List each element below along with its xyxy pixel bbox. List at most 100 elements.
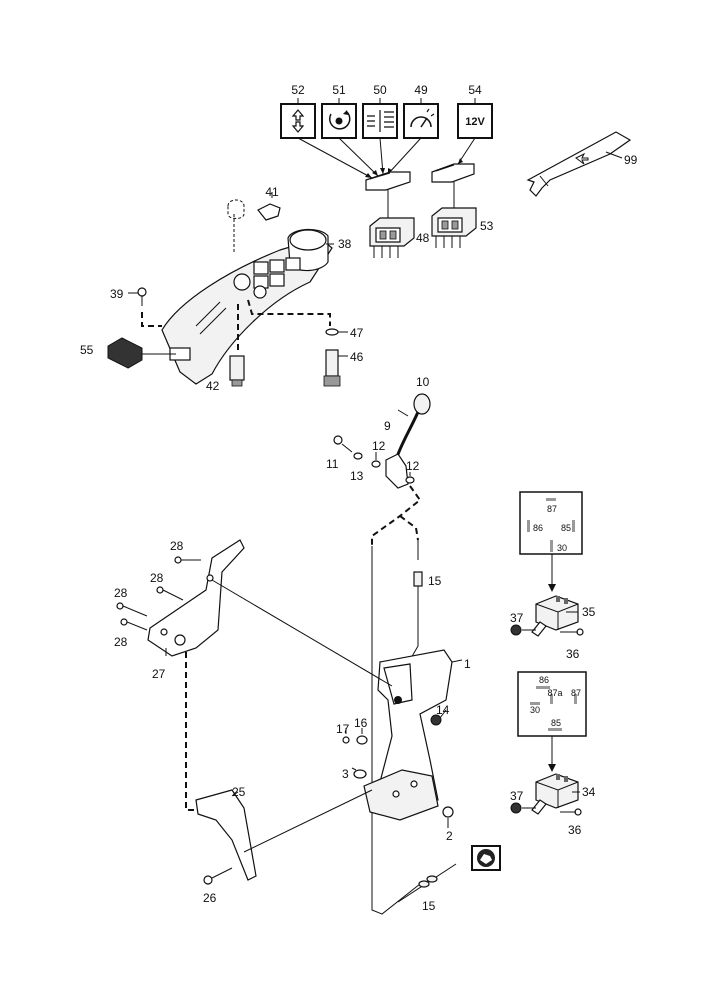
symbol-box-51 — [321, 103, 357, 139]
symbol-box-52 — [280, 103, 316, 139]
symbol-box-54: 12V — [457, 103, 493, 139]
nut-14 — [430, 714, 442, 726]
gauge-icon — [410, 108, 435, 128]
symbol-box-49 — [403, 103, 439, 139]
relay-bottom-pin-87: 87 — [571, 688, 581, 698]
callout-16: 16 — [354, 716, 368, 730]
washer-47 — [325, 328, 339, 336]
callout-9: 9 — [384, 419, 391, 433]
callout-51: 51 — [332, 83, 346, 97]
work-light-icon — [367, 110, 394, 132]
relay-top-pin-87: 87 — [547, 504, 557, 514]
relay-bottom-pin-87a: 87a — [547, 688, 562, 698]
callout-49: 49 — [414, 83, 428, 97]
arrow-down-icon — [291, 121, 305, 133]
callout-50: 50 — [373, 83, 387, 97]
relay-bottom-pin-86: 86 — [539, 675, 549, 685]
cover-41 — [257, 203, 281, 221]
bolt-26 — [203, 867, 233, 885]
callout-99: 99 — [624, 153, 638, 167]
rocker-switch-48 — [369, 217, 415, 258]
arrow-up-icon — [291, 109, 305, 121]
callout-2: 2 — [446, 829, 453, 843]
callout-27: 27 — [152, 667, 166, 681]
callout-39: 39 — [110, 287, 124, 301]
switch-cap-48 — [365, 171, 411, 191]
callout-26: 26 — [203, 891, 217, 905]
washer-13 — [353, 452, 363, 460]
callout-37b: 37 — [510, 789, 524, 803]
bolt-2 — [442, 806, 454, 818]
console-panel-38 — [161, 228, 333, 385]
nut-37b — [510, 802, 522, 814]
box-54-label: 12V — [465, 116, 485, 128]
switch-cap-53 — [431, 163, 475, 183]
relay-top-pin-85: 85 — [561, 523, 571, 533]
callout-36b: 36 — [568, 823, 582, 837]
bolts-28 — [116, 556, 201, 631]
washer-12b — [405, 476, 415, 484]
bolt-39 — [137, 287, 147, 306]
socket-42 — [229, 355, 245, 387]
callout-17: 17 — [336, 722, 350, 736]
lamp-46 — [323, 349, 341, 387]
removal-tool-99 — [526, 131, 632, 197]
callout-11: 11 — [326, 457, 339, 471]
connector-55 — [107, 337, 143, 369]
washer-3 — [353, 769, 367, 779]
callout-52: 52 — [291, 83, 305, 97]
callout-3: 3 — [342, 767, 349, 781]
callout-1: 1 — [464, 657, 471, 671]
callout-47: 47 — [350, 326, 364, 340]
callout-55: 55 — [80, 343, 94, 357]
callout-15b: 15 — [422, 899, 436, 913]
relay-35 — [531, 595, 579, 637]
hand-icon — [480, 854, 492, 864]
gear-knob-10 — [413, 393, 431, 415]
bracket-27 — [147, 539, 245, 657]
arrow-icon — [575, 152, 589, 165]
callout-10: 10 — [416, 375, 430, 389]
callout-37a: 37 — [510, 611, 524, 625]
relay-diagram-top — [519, 491, 583, 555]
callout-14: 14 — [436, 703, 450, 717]
plate-lower — [363, 769, 439, 821]
screw-36b — [560, 808, 582, 816]
lever-bracket — [385, 453, 409, 489]
lighter-plug-ghost — [227, 199, 245, 254]
bracket-1 — [377, 649, 453, 813]
callout-41: 41 — [265, 185, 279, 199]
callout-13: 13 — [350, 469, 364, 483]
bracket-25 — [195, 789, 257, 881]
bolt-17-16 — [342, 735, 368, 745]
relay-top-pin-30: 30 — [557, 543, 567, 553]
callout-25: 25 — [232, 785, 246, 799]
callout-36a: 36 — [566, 647, 580, 661]
relay-34 — [531, 773, 579, 815]
rotate-light-icon — [328, 111, 351, 130]
callout-12a: 12 — [372, 439, 386, 453]
relay-top-pin-86: 86 — [533, 523, 543, 533]
callout-28c: 28 — [114, 586, 128, 600]
rocker-switch-53 — [431, 207, 477, 248]
callout-42: 42 — [206, 379, 220, 393]
washer-12a — [371, 460, 381, 468]
callout-48: 48 — [416, 231, 430, 245]
callout-15a: 15 — [428, 574, 442, 588]
callout-46: 46 — [350, 350, 364, 364]
bolt-11 — [333, 435, 353, 453]
callout-34: 34 — [582, 785, 596, 799]
callout-28d: 28 — [114, 635, 128, 649]
info-symbol-box — [471, 845, 501, 871]
callout-54: 54 — [468, 83, 482, 97]
callout-28b: 28 — [150, 571, 164, 585]
cable-end-15 — [397, 863, 457, 903]
screw-36a — [560, 628, 584, 636]
callout-12b: 12 — [406, 459, 420, 473]
callout-35: 35 — [582, 605, 596, 619]
relay-bottom-pin-85: 85 — [551, 718, 561, 728]
nut-37a — [510, 624, 522, 636]
callout-28a: 28 — [170, 539, 184, 553]
symbol-box-50 — [362, 103, 398, 139]
